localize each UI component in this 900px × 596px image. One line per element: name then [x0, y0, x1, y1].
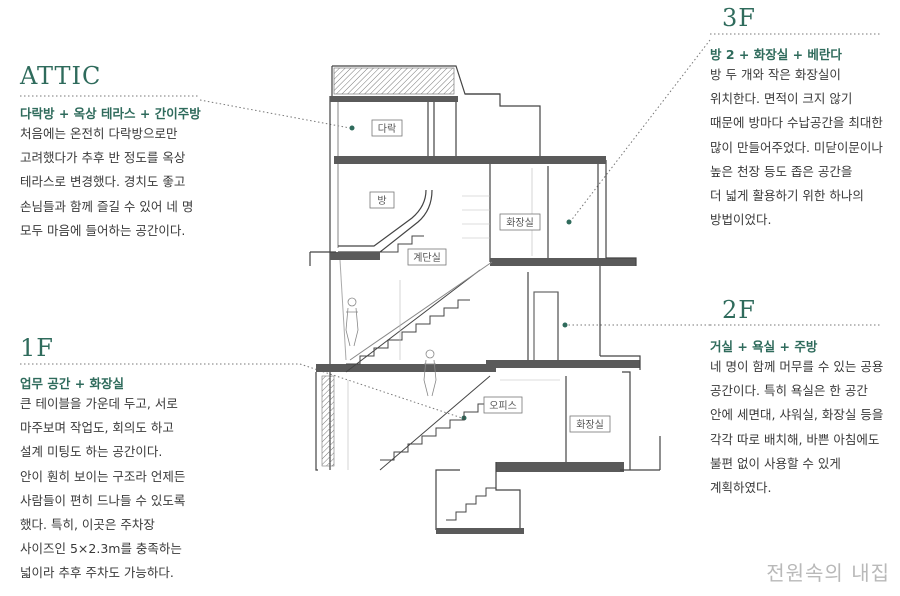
- f1-leader: [200, 363, 463, 419]
- slab-1f-left: [316, 364, 496, 372]
- f2-title: 2F: [722, 296, 756, 324]
- attic-leader: [199, 99, 351, 129]
- pit-slab: [436, 528, 524, 534]
- f3-line: 방법이었다.: [710, 212, 772, 228]
- f2-door: [533, 291, 559, 363]
- slab-2f-left: [330, 252, 380, 260]
- f2-line: 안에 세면대, 샤워실, 화장실 등을: [710, 407, 884, 423]
- room-curve-wall: [338, 189, 433, 253]
- f3-dot: [566, 219, 572, 225]
- stairs: [339, 235, 496, 521]
- attic-title: ATTIC: [20, 62, 102, 90]
- f3-description: 방 두 개와 작은 화장실이 위치한다. 면적이 크지 않기 때문에 방마다 수…: [710, 63, 883, 232]
- f1-line: 큰 테이블을 가운데 두고, 서로: [20, 396, 178, 411]
- slab-1f-right: [486, 360, 640, 368]
- leader-dots: [349, 125, 572, 421]
- attic-line: 고려했다가 추후 반 정도를 옥상: [20, 150, 186, 166]
- pit-step: [495, 462, 521, 530]
- f2-subtitle: 거실 + 욕실 + 주방: [710, 339, 818, 354]
- room-label-attic: 다락: [378, 123, 396, 135]
- attic-line: 테라스로 변경했다. 경치도 좋고: [20, 174, 186, 190]
- room-label-bath-3f: 화장실: [506, 217, 534, 229]
- roof-insulation: [333, 67, 455, 95]
- guide-lines: [347, 168, 560, 470]
- room-labels: 다락 방 계단실 화장실 오피스 화장실: [369, 119, 611, 433]
- parapet: [465, 93, 541, 158]
- person-figure-1f: [423, 349, 437, 397]
- f1-description: 큰 테이블을 가운데 두고, 서로 마주보며 작업도, 회의도 하고 설계 미팅…: [20, 392, 185, 586]
- f1-title: 1F: [20, 334, 54, 362]
- f2-line: 네 명이 함께 머무를 수 있는 공용: [710, 359, 884, 374]
- f1-line: 사이즈인 5×2.3m를 충족하는: [20, 541, 182, 557]
- f2-description: 네 명이 함께 머무를 수 있는 공용 공간이다. 특히 욕실은 한 공간 안에…: [710, 355, 883, 500]
- room-label-bath-1f: 화장실: [576, 419, 604, 431]
- f2-balcony: [600, 355, 641, 370]
- f2-dot: [562, 322, 568, 328]
- stair-pit: [446, 487, 496, 521]
- f1-line: 사람들이 편히 드나들 수 있도록: [20, 492, 186, 508]
- attic-line: 모두 마음에 들어하는 공간이다.: [20, 222, 186, 238]
- f3-line: 높은 천장 등도 좁은 공간을: [710, 163, 853, 179]
- building-structure: [309, 65, 661, 534]
- f3-line: 때문에 방마다 수납공간을 최대한: [710, 115, 883, 131]
- f2-line: 불편 없이 사용할 수 있게: [710, 455, 841, 471]
- leader-lines: [20, 33, 880, 419]
- watermark-logo: 전원속의 내집: [766, 561, 890, 585]
- slab-attic: [330, 96, 458, 102]
- attic-dot: [349, 125, 355, 131]
- room-label-room: 방: [377, 195, 386, 207]
- person-figure-2f: [345, 297, 359, 347]
- f1-line: 설계 미팅도 하는 공간이다.: [20, 444, 163, 460]
- f2-line: 계획하였다.: [710, 480, 772, 496]
- slab-3f: [334, 156, 606, 164]
- attic-line: 손님들과 함께 즐길 수 있어 네 명: [20, 198, 194, 214]
- f3-title: 3F: [722, 4, 756, 32]
- ground-slab: [496, 462, 624, 472]
- f1-left-wall: [315, 372, 318, 471]
- attic-subtitle: 다락방 + 옥상 테라스 + 간이주방: [20, 106, 201, 121]
- f1-line: 했다. 특히, 이곳은 주차장: [20, 517, 155, 533]
- f1-line: 안이 훤히 보이는 구조라 언제든: [20, 468, 186, 484]
- stair-run-2f: [346, 299, 470, 365]
- f3-line: 많이 만들어주었다. 미닫이문이나: [710, 139, 883, 155]
- room-label-stair: 계단실: [413, 252, 441, 264]
- stair-run-1f: [380, 403, 488, 461]
- f1-line: 마주보며 작업도, 회의도 하고: [20, 420, 174, 436]
- f3-subtitle: 방 2 + 화장실 + 베란다: [710, 47, 842, 62]
- f3-line: 위치한다. 면적이 크지 않기: [710, 91, 853, 107]
- attic-description: 처음에는 온전히 다락방으로만 고려했다가 추후 반 정도를 옥상 테라스로 변…: [20, 122, 193, 243]
- f3-leader: [569, 39, 711, 223]
- f3-line: 더 넓게 활용하기 위한 하나의: [710, 188, 864, 204]
- f2-line: 각각 따로 배치해, 바쁜 아침에도: [710, 431, 880, 447]
- room-label-office: 오피스: [489, 400, 517, 412]
- f1-line: 넓이라 추후 주차도 가능하다.: [20, 565, 174, 581]
- f1-subtitle: 업무 공간 + 화장실: [20, 376, 125, 391]
- human-figures: [345, 297, 437, 397]
- f2-line: 공간이다. 특히 욕실은 한 공간: [710, 383, 868, 399]
- slab-2f-right: [490, 258, 636, 266]
- attic-line: 처음에는 온전히 다락방으로만: [20, 126, 178, 141]
- f3-line: 방 두 개와 작은 화장실이: [710, 67, 841, 82]
